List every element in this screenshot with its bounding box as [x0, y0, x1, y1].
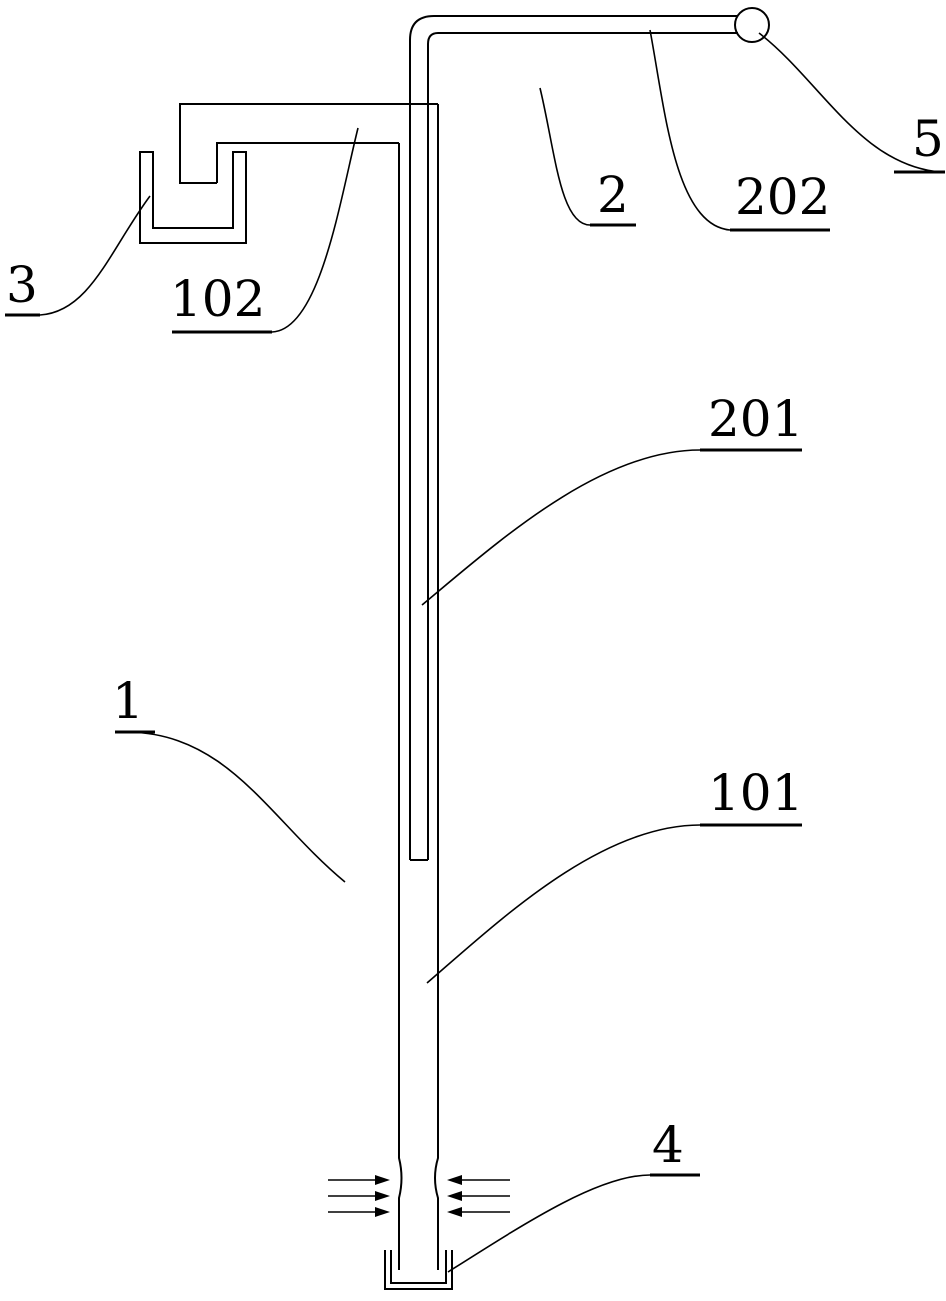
- leader-202: [649, 29, 731, 231]
- label-underlines: [5, 170, 945, 1177]
- branch-pipe-lower-wall: [216, 142, 399, 183]
- arrows-right: [447, 1175, 510, 1217]
- leader-4: [447, 1174, 651, 1273]
- main-tube-left-wall: [398, 143, 403, 1270]
- label-2: 2: [597, 166, 629, 224]
- label-5: 5: [912, 110, 944, 168]
- label-201: 201: [708, 390, 803, 448]
- outer-tube: [179, 103, 439, 1270]
- leader-5: [758, 32, 941, 173]
- leader-101: [426, 824, 701, 984]
- leader-102: [271, 127, 359, 333]
- leader-1: [129, 731, 346, 883]
- main-tube-right-wall: [434, 104, 439, 1270]
- leader-3: [39, 195, 151, 316]
- cup-4: [384, 1250, 453, 1290]
- inner-tube: [409, 15, 738, 861]
- branch-pipe-upper-wall: [179, 103, 438, 184]
- label-1: 1: [112, 672, 144, 730]
- inner-tube-inner-wall: [427, 32, 738, 860]
- label-202: 202: [735, 168, 830, 226]
- label-102: 102: [170, 270, 265, 328]
- labels: 5 202 2 3 102 201 1 101 4: [6, 110, 944, 1174]
- container-3: [139, 151, 247, 244]
- inner-tube-outer-wall: [409, 15, 738, 860]
- leader-2: [539, 87, 591, 226]
- leader-201: [421, 449, 701, 606]
- leader-lines: [39, 29, 941, 1273]
- valve-5-circle: [734, 7, 770, 43]
- arrows-left: [328, 1175, 390, 1217]
- container-3-outline: [139, 151, 247, 244]
- label-3: 3: [6, 256, 38, 314]
- cup-4-inner: [390, 1250, 447, 1284]
- label-4: 4: [652, 1116, 684, 1174]
- label-101: 101: [708, 764, 803, 822]
